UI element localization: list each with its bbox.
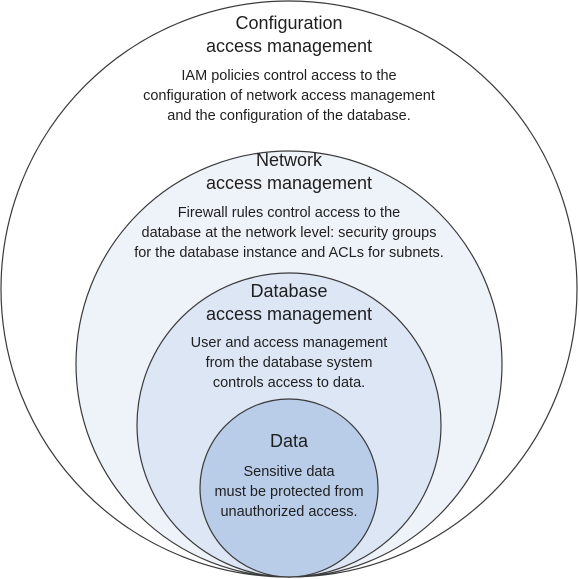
data-layer: Data Sensitive data must be protected fr… xyxy=(214,431,363,520)
network-description-line-2: database at the network level: security … xyxy=(142,225,437,241)
configuration-description-line-2: configuration of network access manageme… xyxy=(143,88,435,104)
database-description-line-3: controls access to data. xyxy=(213,375,365,391)
database-title-line-2: access management xyxy=(206,304,372,324)
network-layer: Network access management Firewall rules… xyxy=(134,150,444,261)
configuration-description-line-3: and the configuration of the database. xyxy=(167,108,410,124)
configuration-description-line-1: IAM policies control access to the xyxy=(181,68,396,84)
data-description-line-2: must be protected from xyxy=(214,484,363,500)
database-layer: Database access management User and acce… xyxy=(191,281,388,391)
configuration-title-line-1: Configuration xyxy=(235,13,342,33)
database-description-line-1: User and access management xyxy=(191,335,388,351)
network-description-line-1: Firewall rules control access to the xyxy=(178,205,400,221)
data-description-line-1: Sensitive data xyxy=(243,464,335,480)
configuration-title-line-2: access management xyxy=(206,36,372,56)
network-title-line-2: access management xyxy=(206,173,372,193)
data-circle xyxy=(199,398,379,578)
data-description-line-3: unauthorized access. xyxy=(220,504,357,520)
data-title: Data xyxy=(270,431,309,451)
configuration-layer: Configuration access management IAM poli… xyxy=(143,13,435,124)
network-description-line-3: for the database instance and ACLs for s… xyxy=(134,245,444,261)
database-title-line-1: Database xyxy=(250,281,327,301)
network-title-line-1: Network xyxy=(256,150,323,170)
database-description-line-2: from the database system xyxy=(206,355,373,371)
